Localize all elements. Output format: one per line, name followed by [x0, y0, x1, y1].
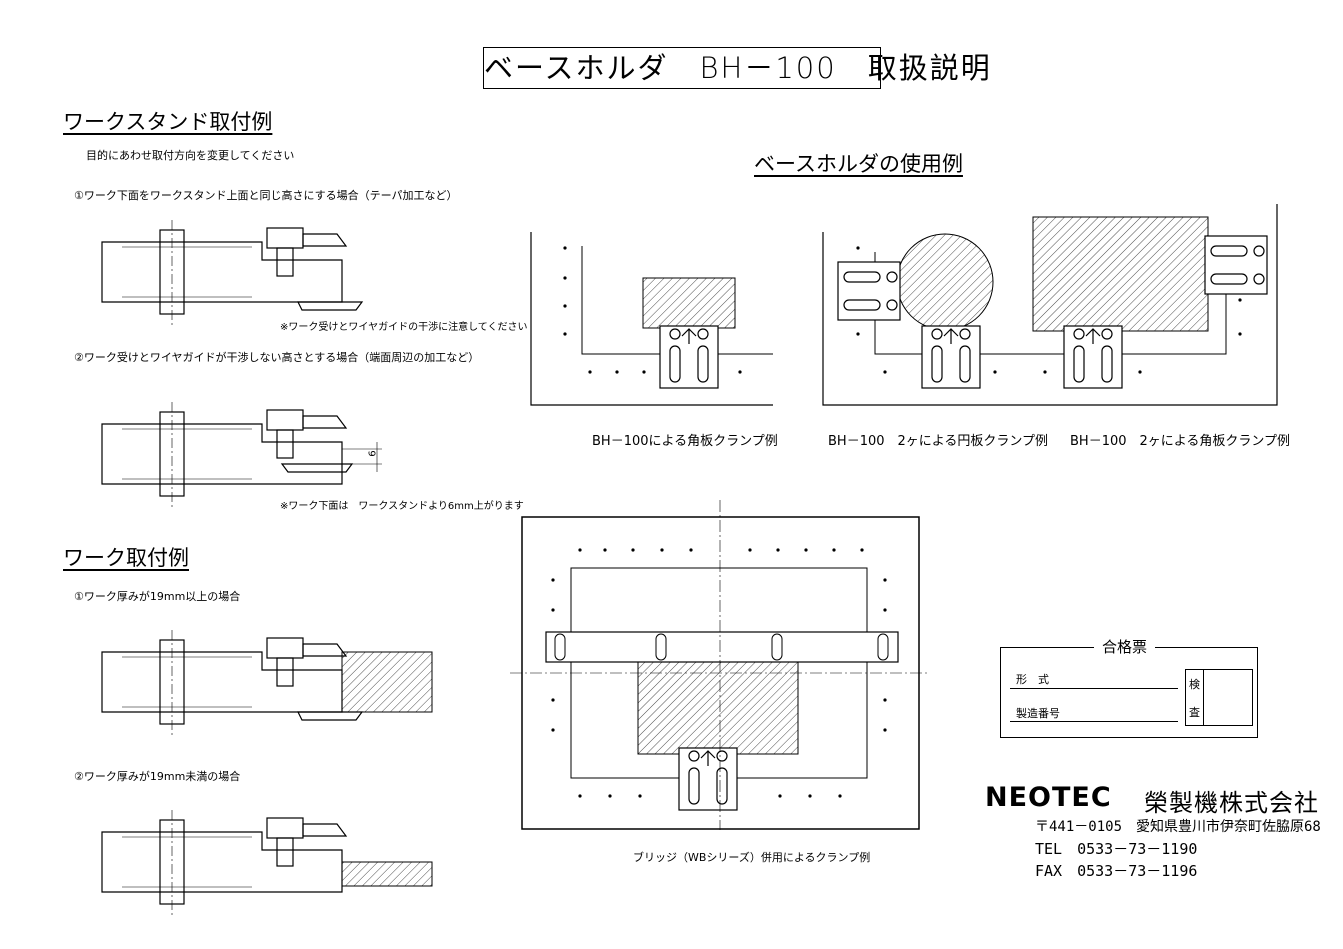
workstand-case2: ②ワーク受けとワイヤガイドが干渉しない高さとする場合（端面周辺の加工など）: [74, 351, 480, 364]
usage-caption-2: BH－100 2ヶによる円板クランプ例: [828, 434, 1048, 449]
usage-caption-1: BH－100による角板クランプ例: [592, 434, 778, 449]
workstand-case1: ①ワーク下面をワークスタンド上面と同じ高さにする場合（テーパ加工など）: [74, 189, 458, 202]
company-tel: TEL 0533－73－1190: [1035, 840, 1198, 858]
model-label: 形 式: [1016, 673, 1049, 686]
company-name: 榮製機株式会社: [1144, 789, 1319, 817]
inspect-box: [1185, 669, 1253, 726]
serial-label: 製造番号: [1016, 707, 1060, 720]
usage-caption-3: BH－100 2ヶによる角板クランプ例: [1070, 434, 1290, 449]
company-address: 〒441－0105 愛知県豊川市伊奈町佐脇原68: [1035, 819, 1321, 835]
work-mount-case1: ①ワーク厚みが19mm以上の場合: [74, 590, 241, 603]
company-logo: NEOTEC: [985, 782, 1112, 813]
company-fax: FAX 0533－73－1196: [1035, 862, 1198, 880]
work-mount-heading: ワーク取付例: [63, 546, 189, 570]
inspect-divider: [1203, 669, 1204, 726]
workstand-heading: ワークスタンド取付例: [63, 110, 273, 134]
inspection-title: 合格票: [1094, 636, 1156, 657]
inspect-label-2: 査: [1189, 706, 1200, 719]
workstand-intro: 目的にあわせ取付方向を変更してください: [86, 149, 295, 162]
usage-caption-4: ブリッジ（WBシリーズ）併用によるクランプ例: [633, 851, 871, 864]
work-mount-case2: ②ワーク厚みが19mm未満の場合: [74, 770, 241, 783]
inspect-label-1: 検: [1189, 678, 1200, 691]
workstand-note2: ※ワーク下面は ワークスタンドより6mm上がります: [280, 501, 524, 512]
model-line: [1010, 688, 1178, 689]
usage-heading: ベースホルダの使用例: [754, 152, 963, 176]
serial-line: [1010, 721, 1178, 722]
workstand-note1: ※ワーク受けとワイヤガイドの干渉に注意してください: [280, 322, 528, 333]
